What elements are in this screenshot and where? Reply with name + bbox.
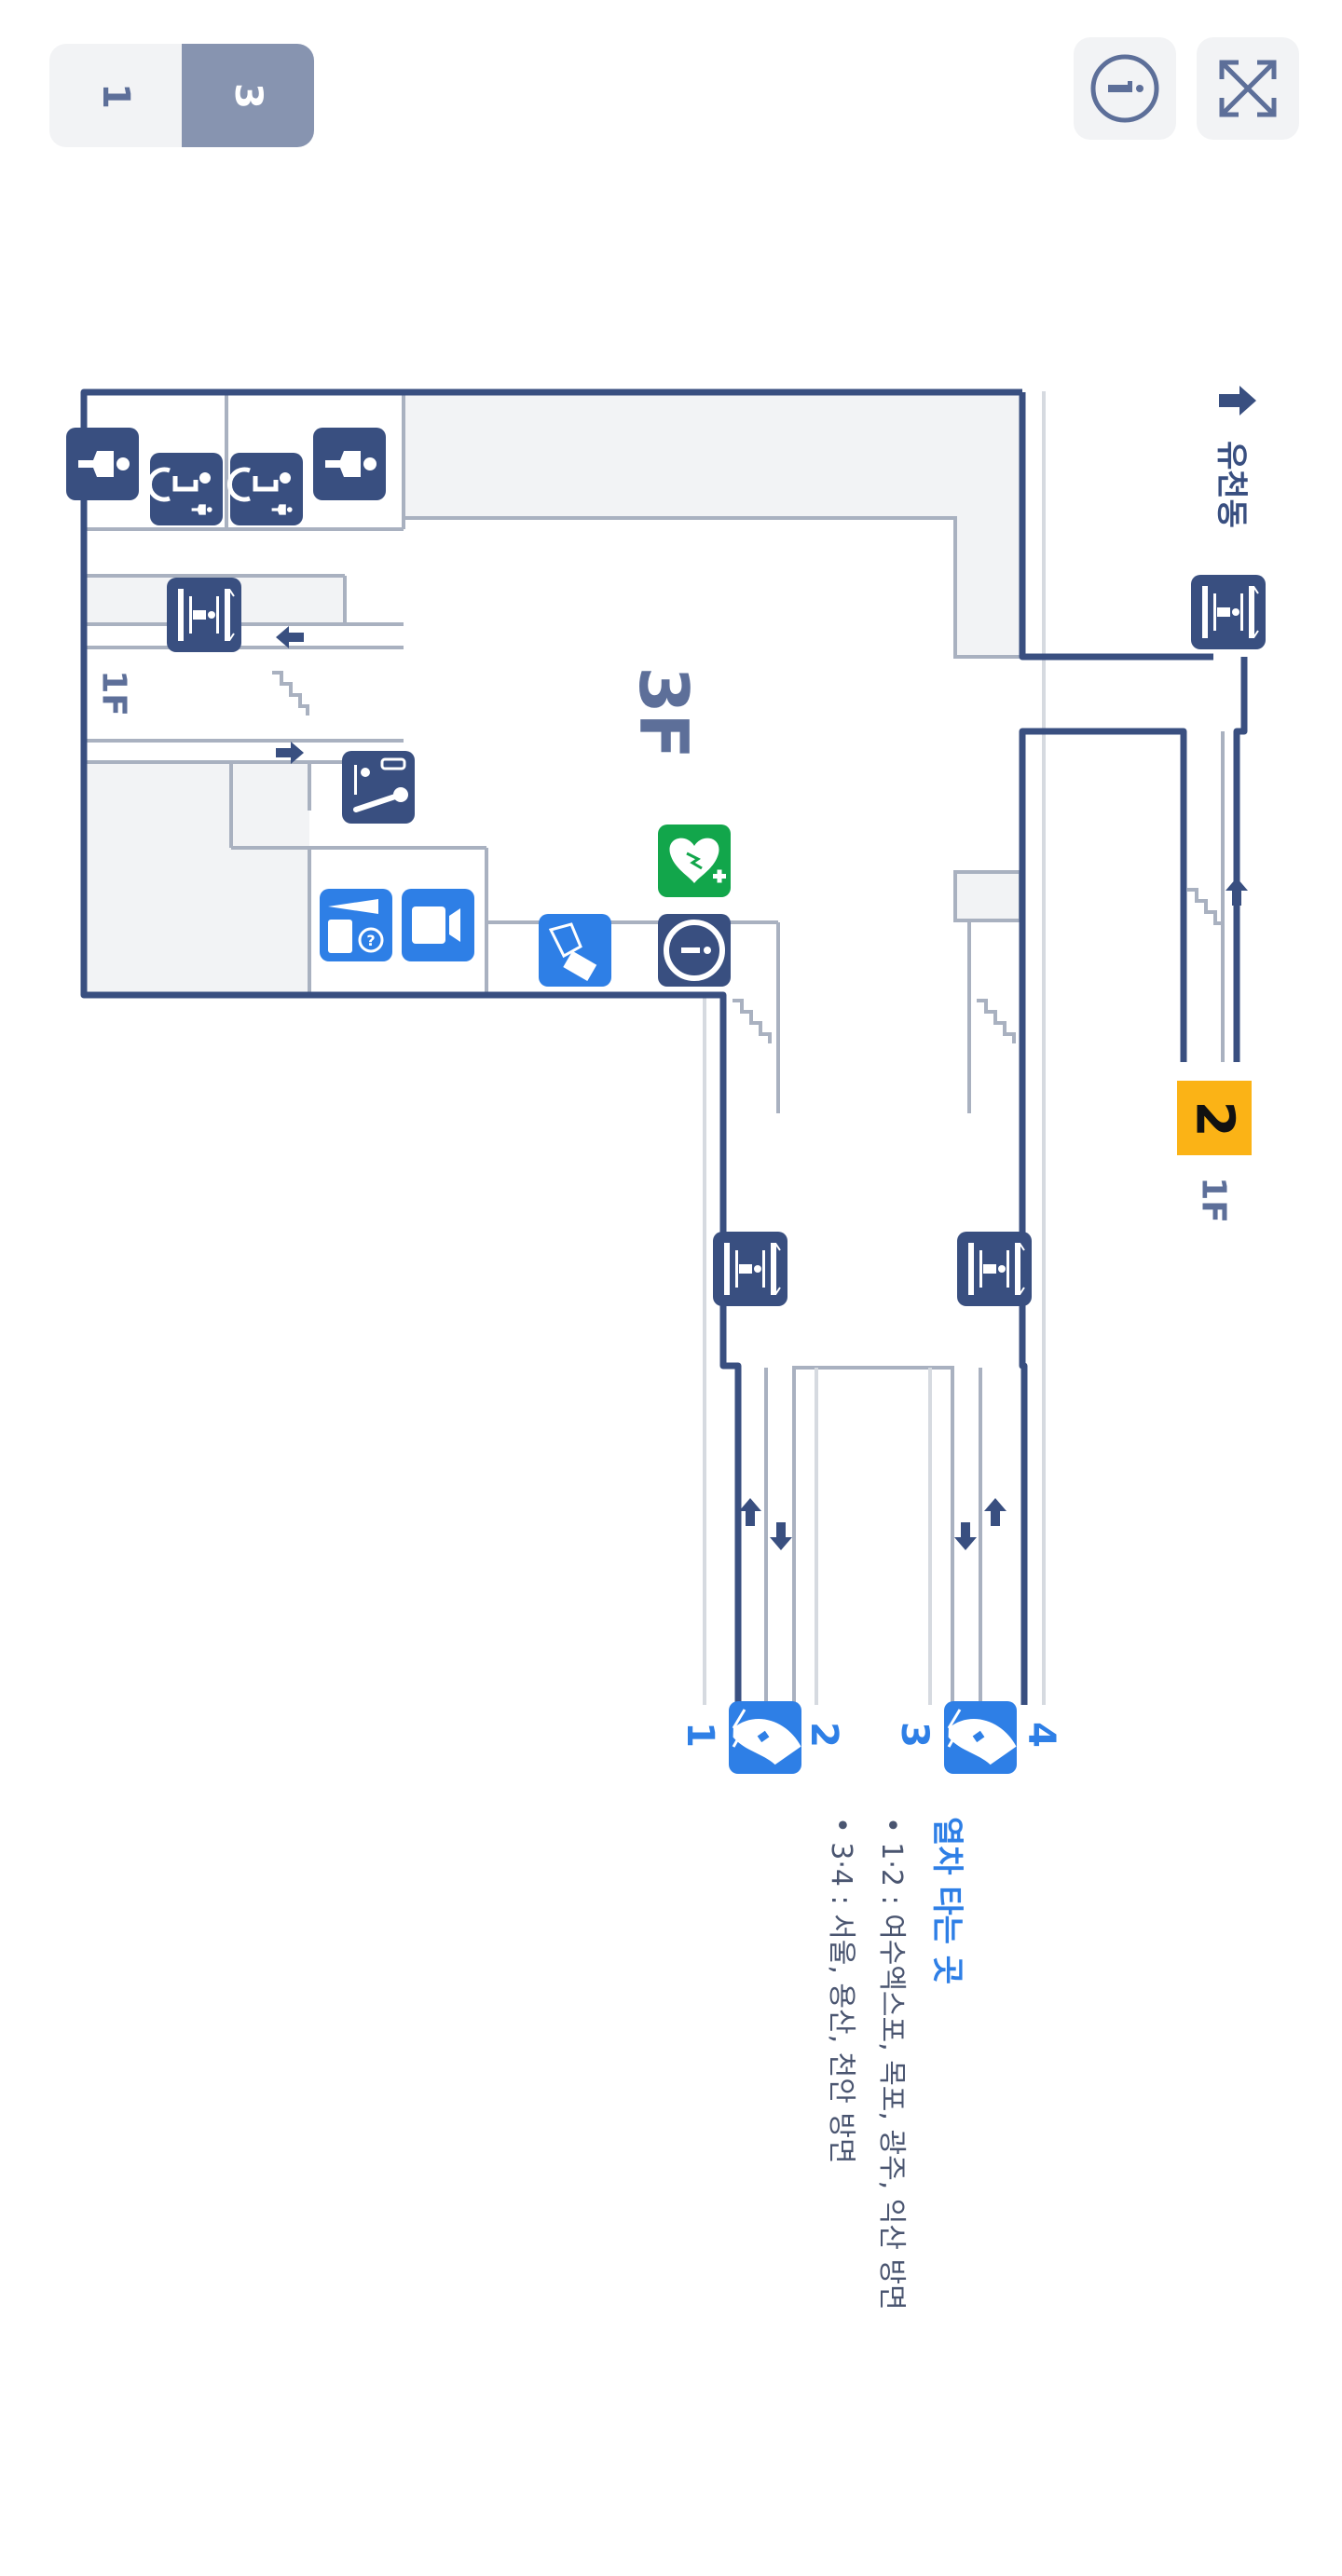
- interior-lines: [86, 394, 1225, 1770]
- legend-title: 열차 타는 곳: [928, 1817, 965, 1984]
- elevator-icon[interactable]: [712, 1231, 788, 1307]
- floor-button-3[interactable]: 3: [182, 44, 314, 147]
- arrow-left-icon: [276, 626, 304, 648]
- train-platform-icon[interactable]: [942, 1700, 1019, 1778]
- arrow-down-icon: [770, 1522, 792, 1550]
- aed-icon[interactable]: [658, 825, 731, 897]
- legend-item: • 3·4 : 서울, 용산, 천안 방면: [825, 1817, 857, 2164]
- subway-line-2-badge[interactable]: 2: [1177, 1081, 1252, 1155]
- light-lines: [703, 391, 1046, 1705]
- lockers-icon[interactable]: [402, 889, 474, 961]
- expand-arrows-icon: [1219, 60, 1277, 117]
- information-icon[interactable]: [658, 914, 731, 987]
- elevator-icon[interactable]: [956, 1231, 1033, 1307]
- arrow-up-icon: [984, 1498, 1006, 1526]
- arrow-down-icon: [954, 1522, 977, 1550]
- ticket-office-icon[interactable]: [539, 914, 611, 987]
- platform-number-3: 3: [893, 1722, 936, 1748]
- platform-number-4: 4: [1020, 1722, 1062, 1748]
- floor-selector: 1 3: [49, 44, 314, 147]
- accessible-restroom-male-icon[interactable]: [229, 453, 303, 525]
- train-platform-icon[interactable]: [727, 1700, 803, 1778]
- exit-direction-label[interactable]: 유천동: [1212, 441, 1250, 528]
- floor-button-1[interactable]: 1: [49, 44, 182, 147]
- elevator-icon[interactable]: [1190, 574, 1267, 650]
- stair-floor-label: 1F: [94, 670, 132, 716]
- current-floor-label: 3F: [624, 666, 703, 758]
- platform-number-1: 1: [678, 1722, 721, 1748]
- expand-button[interactable]: [1197, 37, 1299, 140]
- nursing-room-icon[interactable]: [342, 751, 415, 824]
- elevator-icon[interactable]: [166, 577, 242, 653]
- arrow-up-icon: [1226, 878, 1248, 906]
- restroom-female-icon[interactable]: [313, 428, 386, 500]
- arrow-up-icon: [739, 1498, 761, 1526]
- lost-and-found-icon[interactable]: ?: [320, 889, 392, 961]
- svg-text:?: ?: [366, 932, 375, 949]
- info-button[interactable]: [1074, 37, 1176, 140]
- restroom-male-icon[interactable]: [66, 428, 139, 500]
- escalator-arrows: [276, 386, 1256, 1550]
- platform-number-2: 2: [802, 1722, 845, 1748]
- legend-item: • 1·2 : 여수엑스포, 목포, 광주, 익산 방면: [875, 1817, 908, 2310]
- exit-arrow-icon: [1219, 386, 1256, 416]
- exit-floor-label: 1F: [1194, 1177, 1232, 1223]
- platform-legend: 열차 타는 곳 • 1·2 : 여수엑스포, 목포, 광주, 익산 방면 • 3…: [825, 1817, 965, 2310]
- accessible-restroom-female-icon[interactable]: [149, 453, 223, 525]
- line-number: 2: [1185, 1101, 1245, 1138]
- arrow-right-icon: [276, 742, 304, 764]
- info-circle-icon: [1090, 54, 1159, 123]
